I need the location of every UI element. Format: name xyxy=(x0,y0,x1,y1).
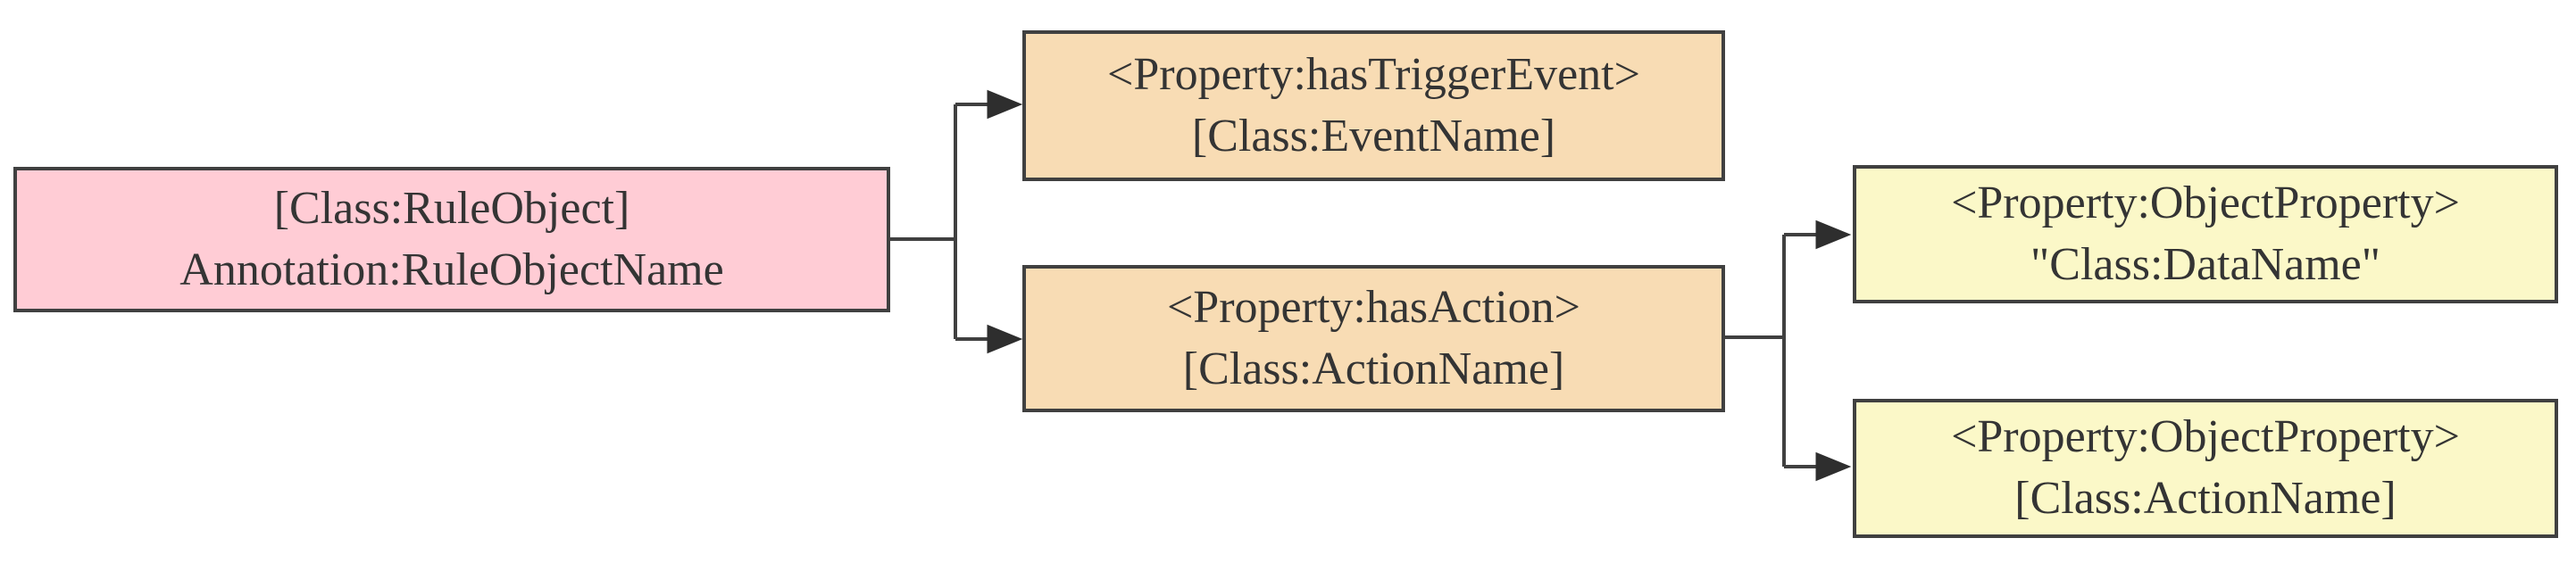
node-object-property-data: <Property:ObjectProperty> "Class:DataNam… xyxy=(1853,165,2558,303)
node-has-action: <Property:hasAction> [Class:ActionName] xyxy=(1022,265,1725,412)
node-label-line2: Annotation:RuleObjectName xyxy=(179,244,724,295)
edge-ruleobject-branch xyxy=(890,89,1023,354)
node-label-line1: [Class:RuleObject] xyxy=(273,182,630,234)
arrowhead-to-hastriggerevent xyxy=(987,89,1023,120)
edge-hasaction-branch xyxy=(1725,219,1852,482)
arrowhead-to-hasaction xyxy=(987,324,1023,354)
node-rule-object: [Class:RuleObject] Annotation:RuleObject… xyxy=(13,167,890,312)
node-label-line2: [Class:ActionName] xyxy=(1182,343,1565,394)
node-label-line1: <Property:hasTriggerEvent> xyxy=(1107,48,1640,100)
node-label-line1: <Property:hasAction> xyxy=(1166,281,1581,333)
node-label-line1: <Property:ObjectProperty> xyxy=(1951,411,2460,463)
node-object-property-action: <Property:ObjectProperty> [Class:ActionN… xyxy=(1853,399,2558,538)
arrowhead-to-objectproperty-data xyxy=(1815,219,1852,250)
node-label-line2: [Class:ActionName] xyxy=(2014,473,2397,524)
node-label-line2: [Class:EventName] xyxy=(1191,110,1556,161)
arrowhead-to-objectproperty-action xyxy=(1815,451,1852,482)
node-label-line1: <Property:ObjectProperty> xyxy=(1951,177,2460,228)
node-has-trigger-event: <Property:hasTriggerEvent> [Class:EventN… xyxy=(1022,30,1725,181)
node-label-line2: "Class:DataName" xyxy=(2030,238,2380,290)
